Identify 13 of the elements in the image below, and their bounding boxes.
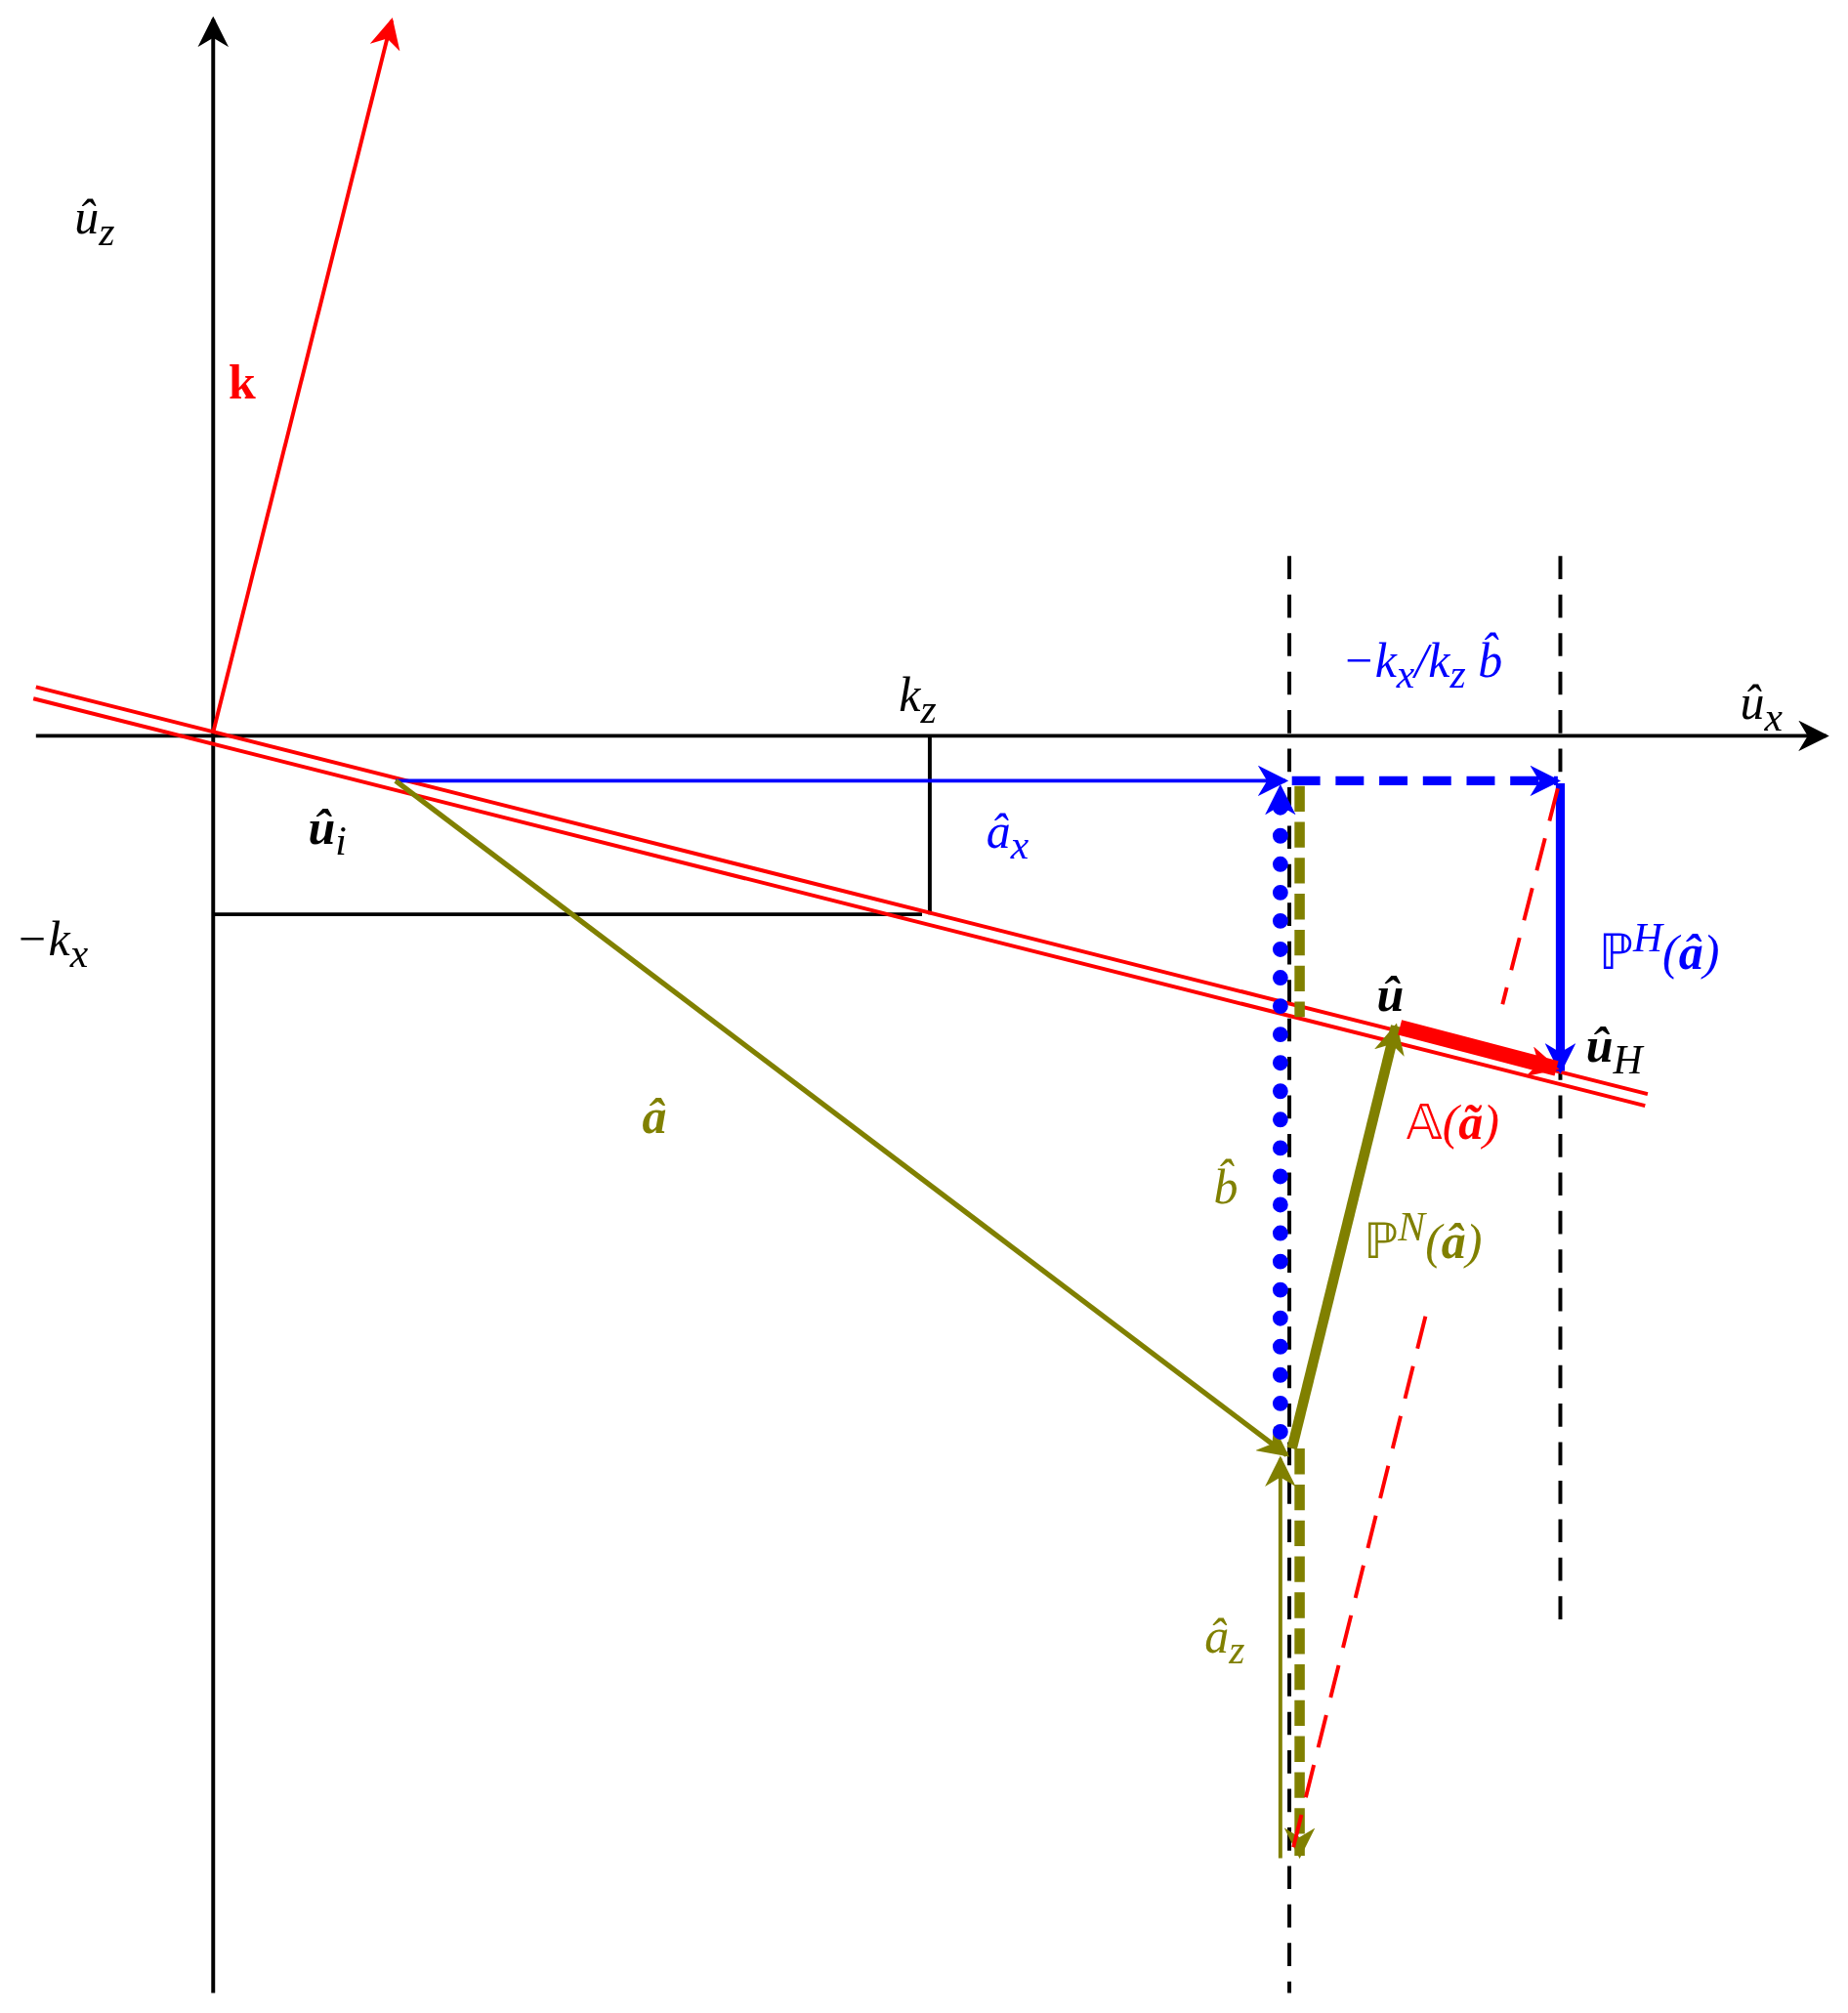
math-label: û$_{i}$ xyxy=(308,802,347,862)
math-label: 𝔸(ã) xyxy=(1406,1098,1499,1148)
math-label: â xyxy=(642,1091,667,1141)
math-label: û$_{x}$ xyxy=(1740,678,1783,738)
math-label: k xyxy=(229,356,256,406)
math-label: ℙ$^{H}$(â) xyxy=(1598,918,1720,978)
math-label: û$_{z}$ xyxy=(74,192,115,253)
math-label: â$_{x}$ xyxy=(986,806,1029,866)
math-label: â$_{z}$ xyxy=(1204,1612,1245,1671)
math-label: û xyxy=(1376,969,1405,1019)
math-label: û$_{H}$ xyxy=(1585,1021,1643,1081)
math-label: k$_{z}$ xyxy=(899,670,937,731)
math-label: −k$_{x}$ xyxy=(15,914,89,974)
